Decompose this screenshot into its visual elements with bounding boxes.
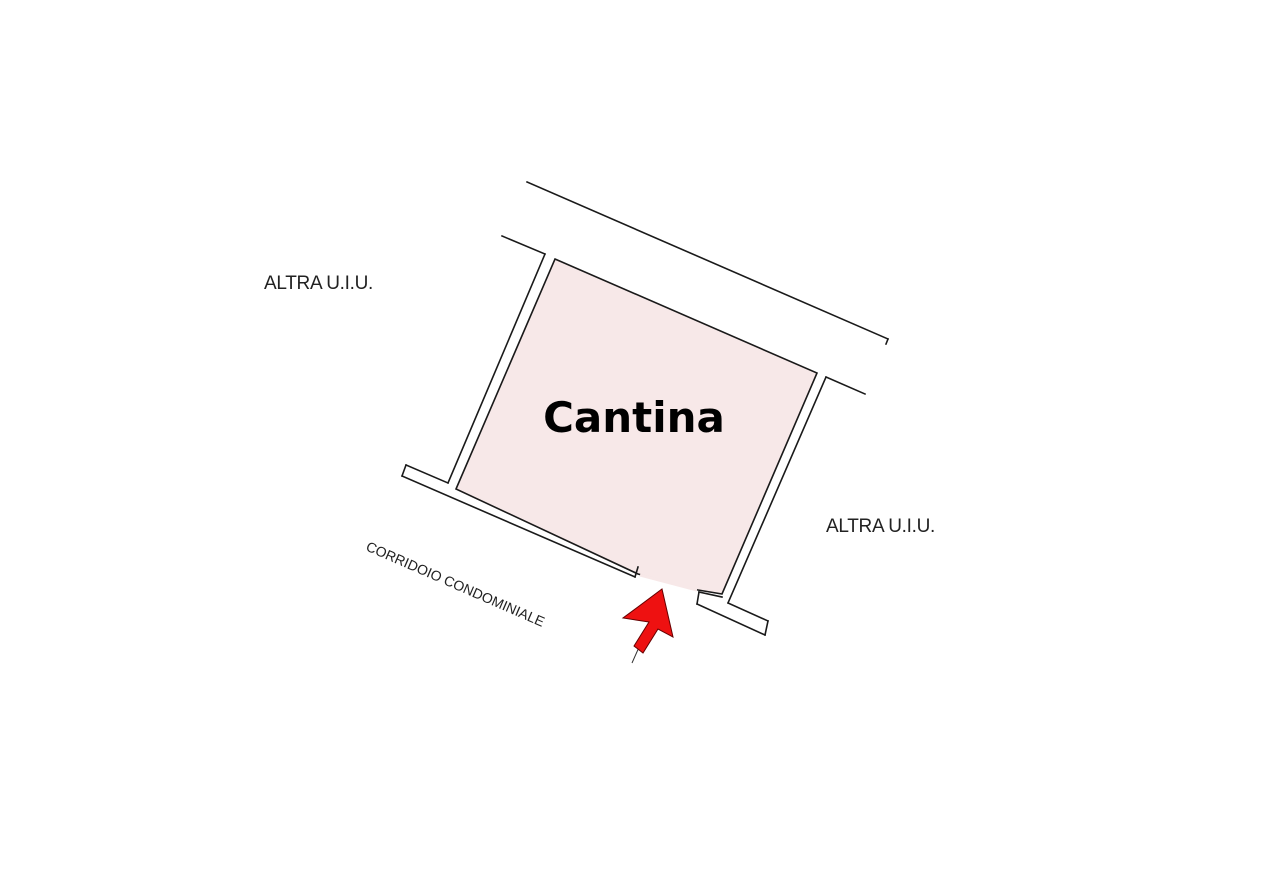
cantina-room	[454, 257, 819, 595]
corridor-label: CORRIDOIO CONDOMINIALE	[364, 538, 547, 630]
wall-stub-top-right	[824, 375, 867, 396]
arrow-head	[621, 588, 674, 654]
right-wall-bottom	[726, 601, 770, 623]
neighbor-label-right: ALTRA U.I.U.	[826, 516, 935, 537]
room-title: Cantina	[543, 393, 725, 442]
corridor-wall-left-stub	[400, 463, 408, 478]
right-wall-outer	[726, 375, 828, 605]
doorway-gap	[639, 573, 698, 592]
neighbor-label-left: ALTRA U.I.U.	[264, 273, 373, 294]
outer-wall-top	[525, 180, 890, 341]
left-wall-outer	[446, 252, 547, 485]
corridor-wall-left-lower	[400, 474, 637, 579]
right-wall-bottom-end	[764, 620, 769, 636]
corridor-wall-left-upper	[404, 463, 450, 485]
door-jamb-right-top	[698, 591, 723, 598]
door-jamb-left	[634, 566, 639, 578]
corridor-wall-right	[695, 602, 767, 637]
outer-wall-top-end	[884, 337, 890, 346]
door-jamb-right	[696, 591, 700, 605]
entry-arrow-icon	[621, 588, 674, 664]
wall-stub-top-left	[500, 234, 547, 256]
